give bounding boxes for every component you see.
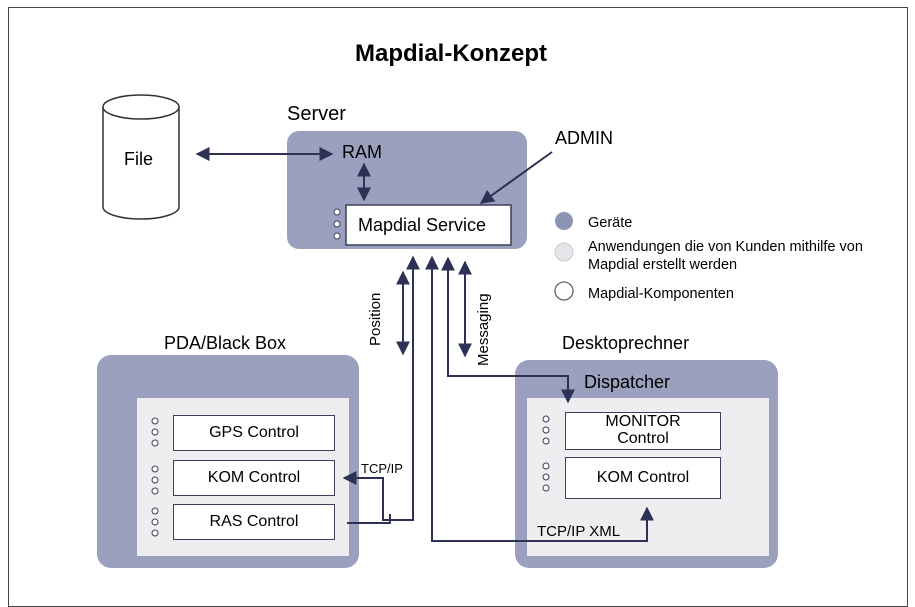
legend-apps: Anwendungen die von Kunden mithilfe von … xyxy=(588,239,863,274)
file-label: File xyxy=(124,149,154,169)
ram-label: RAM xyxy=(342,142,382,162)
legend-devices: Geräte xyxy=(588,215,633,231)
desktop-kom-control: KOM Control xyxy=(565,457,721,499)
mapdial-service-box xyxy=(345,204,512,246)
pda-kom-control: KOM Control xyxy=(173,460,335,496)
legend-dot-apps xyxy=(554,242,574,262)
admin-arrow xyxy=(479,151,553,204)
tcpip-label: TCP/IP xyxy=(361,461,403,476)
diagram-title: Mapdial-Konzept xyxy=(355,40,547,67)
pda-server-link xyxy=(395,255,420,521)
dispatcher-label: Dispatcher xyxy=(584,372,671,392)
position-label: Position xyxy=(367,292,384,346)
monitor-control: MONITOR Control xyxy=(565,412,721,450)
admin-label: ADMIN xyxy=(555,128,613,148)
gps-control: GPS Control xyxy=(173,415,335,451)
messaging-label: Messaging xyxy=(475,293,492,366)
mapdial-service-label: Mapdial Service xyxy=(358,215,487,235)
diagram-canvas xyxy=(97,94,778,568)
xml-server-link xyxy=(425,255,654,542)
legend-components: Mapdial-Komponenten xyxy=(588,286,734,302)
server-label: Server xyxy=(287,103,346,125)
ras-control: RAS Control xyxy=(173,504,335,540)
pda-label: PDA/Black Box xyxy=(164,333,287,353)
dispatcher-link xyxy=(441,256,575,404)
tcpip-xml-label: TCP/IP XML xyxy=(537,523,621,540)
legend-dot-components xyxy=(554,281,574,301)
ras-server-link xyxy=(347,514,391,524)
legend-dot-devices xyxy=(555,212,573,230)
file-cylinder xyxy=(102,94,180,220)
desktop-label: Desktoprechner xyxy=(562,333,690,353)
